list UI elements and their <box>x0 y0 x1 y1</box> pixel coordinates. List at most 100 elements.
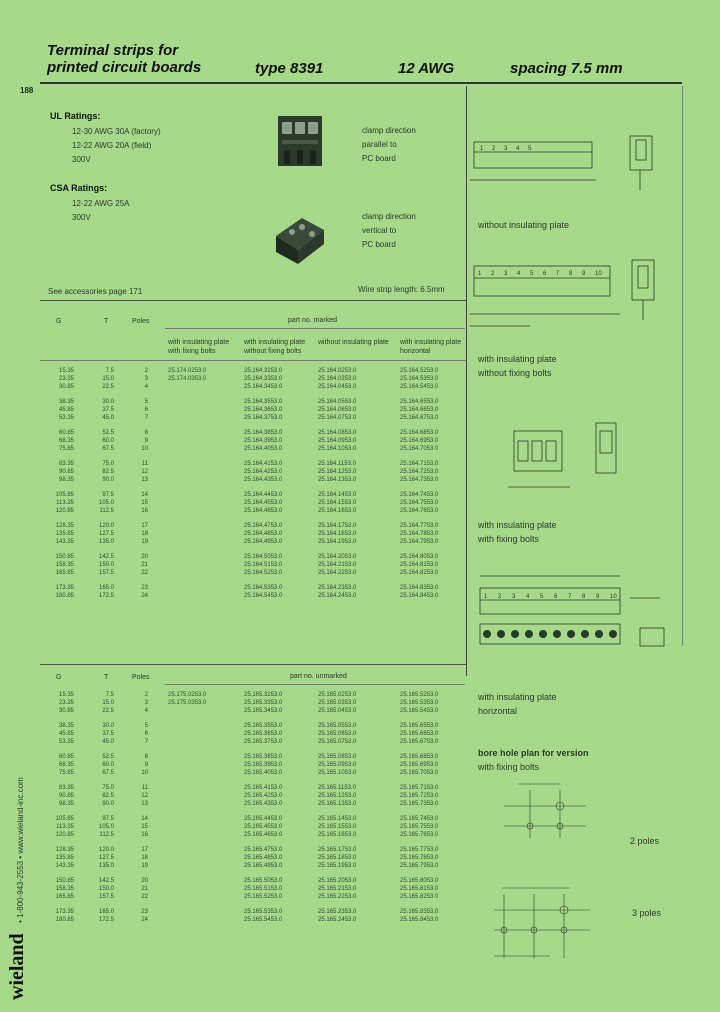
cell-g: 113.35 <box>56 500 74 506</box>
cell-part-no-bolts: 25.164.5053.0 <box>244 554 283 560</box>
cell-poles: 21 <box>141 886 148 892</box>
cell-g: 173.35 <box>55 585 74 591</box>
cell-t: 97.5 <box>102 816 114 822</box>
terminal-number: 1 <box>480 146 484 152</box>
cell-part-no-bolts: 25.165.4653.0 <box>244 832 283 838</box>
cell-part-horizontal: 25.164.6953.0 <box>400 438 439 444</box>
cell-poles: 5 <box>144 723 148 729</box>
cell-t: 150.0 <box>98 886 114 892</box>
bore-hole-subtitle: with fixing bolts <box>478 762 540 772</box>
cell-poles: 13 <box>141 477 148 483</box>
cell-part-no-plate: 25.164.0453.0 <box>318 384 357 390</box>
cell-t: 82.5 <box>102 469 114 475</box>
title-line-1: Terminal strips for <box>47 42 179 59</box>
subheader-horizontal: with insulating plate horizontal <box>400 339 462 355</box>
cell-t: 127.5 <box>98 855 114 861</box>
terminal-number: 7 <box>556 271 560 277</box>
cell-poles: 4 <box>144 708 148 714</box>
cell-poles: 3 <box>144 700 148 706</box>
cell-part-horizontal: 25.165.7253.0 <box>400 793 439 799</box>
cell-part-no-plate: 25.165.2253.0 <box>318 894 357 900</box>
cell-poles: 16 <box>141 508 148 514</box>
col-header-t-2: T <box>104 674 109 681</box>
title-line-2: printed circuit boards <box>47 59 202 76</box>
terminal-number: 10 <box>595 271 602 277</box>
cell-part-horizontal: 25.164.7553.0 <box>400 500 439 506</box>
cell-part-no-plate: 25.164.1953.0 <box>318 539 357 545</box>
cell-part-horizontal: 25.164.7953.0 <box>400 539 439 545</box>
cell-part-no-plate: 25.165.1153.0 <box>318 785 356 791</box>
screw-head <box>525 630 533 638</box>
cell-poles: 23 <box>141 909 148 915</box>
ul-ratings-title: UL Ratings: <box>50 111 101 121</box>
cell-t: 7.5 <box>105 368 114 374</box>
cell-t: 120.0 <box>98 847 114 853</box>
cell-t: 15.0 <box>102 376 114 382</box>
cell-part-horizontal: 25.164.8153.0 <box>400 562 439 568</box>
cell-part-no-bolts: 25.164.4453.0 <box>244 492 283 498</box>
cell-part-no-plate: 25.164.0353.0 <box>318 376 357 382</box>
terminal-number: 1 <box>478 271 482 277</box>
terminal-number: 4 <box>517 271 521 277</box>
cell-part-no-bolts: 25.164.4553.0 <box>244 500 283 506</box>
cell-t: 30.0 <box>102 723 114 729</box>
cell-t: 75.0 <box>102 461 114 467</box>
cell-t: 105.0 <box>98 824 114 830</box>
cell-part-no-bolts: 25.164.3253.0 <box>244 368 283 374</box>
label-plate-no-bolts-2: without fixing bolts <box>478 368 552 378</box>
cell-poles: 13 <box>141 801 148 807</box>
cell-g: 45.85 <box>58 407 74 413</box>
cell-part-no-bolts: 25.164.4253.0 <box>244 469 283 475</box>
cell-poles: 2 <box>144 692 148 698</box>
cell-part-horizontal: 25.165.6553.0 <box>400 723 439 729</box>
cell-t: 67.5 <box>102 446 114 452</box>
terminal-number: 6 <box>554 594 558 600</box>
cell-part-no-bolts: 25.165.5453.0 <box>244 917 283 923</box>
cell-g: 105.85 <box>55 492 74 498</box>
cell-part-horizontal: 25.164.7253.0 <box>400 469 439 475</box>
cell-part-no-bolts: 25.164.3853.0 <box>244 430 283 436</box>
cell-g: 173.35 <box>55 909 74 915</box>
cell-g: 38.35 <box>58 399 74 405</box>
terminal-number: 5 <box>540 594 544 600</box>
cell-part-horizontal: 25.165.5453.0 <box>400 708 439 714</box>
cell-t: 15.0 <box>102 700 114 706</box>
cell-part-no-bolts: 25.165.3453.0 <box>244 708 283 714</box>
cell-part-no-plate: 25.164.0753.0 <box>318 415 357 421</box>
terminal-number: 4 <box>526 594 530 600</box>
cell-part-no-plate: 25.165.2153.0 <box>318 886 357 892</box>
cell-part-horizontal: 25.164.8253.0 <box>400 570 439 576</box>
cell-g: 165.85 <box>55 570 74 576</box>
terminal-number: 8 <box>582 594 586 600</box>
cell-t: 135.0 <box>98 863 114 869</box>
cell-part-no-bolts: 25.165.5053.0 <box>244 878 283 884</box>
clamp-vertical-1: clamp direction <box>362 212 416 221</box>
cell-poles: 24 <box>141 593 148 599</box>
cell-g: 15.35 <box>58 368 74 374</box>
cell-part-no-bolts: 25.165.4953.0 <box>244 863 283 869</box>
cell-poles: 10 <box>141 770 148 776</box>
cell-g: 68.35 <box>58 438 74 444</box>
cell-t: 45.0 <box>102 739 114 745</box>
label-horizontal-1: with insulating plate <box>478 692 557 702</box>
sidebar-brand-block: wieland • 1-800-943-2553 • www.wieland-i… <box>6 777 29 1000</box>
bore-3-poles-label: 3 poles <box>632 908 662 918</box>
unmarked-title: part no. unmarked <box>290 673 347 680</box>
cell-poles: 18 <box>141 855 148 861</box>
cell-part-horizontal: 25.164.5353.0 <box>400 376 439 382</box>
cell-part-horizontal: 25.164.6653.0 <box>400 407 439 413</box>
cell-poles: 5 <box>144 399 148 405</box>
terminal-number: 2 <box>498 594 502 600</box>
cell-part-no-plate: 25.164.1553.0 <box>318 500 357 506</box>
